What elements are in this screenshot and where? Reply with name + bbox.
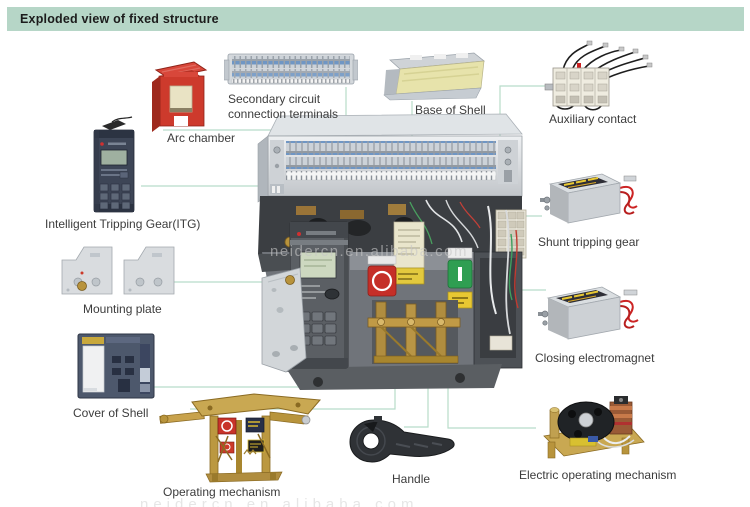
secondary-terminals-label: Secondary circuit connection terminals (228, 92, 339, 121)
cover-of-shell-label: Cover of Shell (73, 406, 149, 420)
shunt-tripping-gear-illustration (540, 166, 640, 232)
closing-electromagnet-label: Closing electromagnet (535, 351, 655, 365)
page-title: Exploded view of fixed structure (20, 12, 219, 26)
closing-electromagnet-illustration (538, 278, 642, 348)
cover-of-shell-illustration (72, 328, 160, 404)
handle-label: Handle (392, 472, 431, 486)
header-bar: Exploded view of fixed structure (7, 7, 744, 31)
arc-chamber-label: Arc chamber (167, 131, 236, 145)
auxiliary-contact-label: Auxiliary contact (549, 112, 637, 126)
mounting-plate-label: Mounting plate (83, 302, 162, 316)
arc-chamber-illustration (148, 58, 210, 136)
circuit-breaker-assembly-illustration (254, 110, 528, 396)
shunt-tripping-gear-label: Shunt tripping gear (538, 235, 640, 249)
base-of-shell-illustration (382, 48, 488, 102)
operating-mechanism-label: Operating mechanism (163, 485, 281, 499)
intelligent-tripping-gear-label: Intelligent Tripping Gear(ITG) (45, 217, 201, 231)
base-of-shell-label: Base of Shell (415, 103, 486, 117)
intelligent-tripping-gear-illustration (82, 116, 142, 218)
mounting-plate-illustration (58, 240, 180, 304)
electric-operating-mechanism-label: Electric operating mechanism (519, 468, 677, 482)
auxiliary-contact-illustration (543, 40, 653, 112)
handle-illustration (344, 414, 460, 470)
operating-mechanism-illustration (158, 390, 326, 484)
secondary-terminals-illustration (224, 48, 358, 92)
electric-operating-mechanism-illustration (534, 392, 650, 464)
